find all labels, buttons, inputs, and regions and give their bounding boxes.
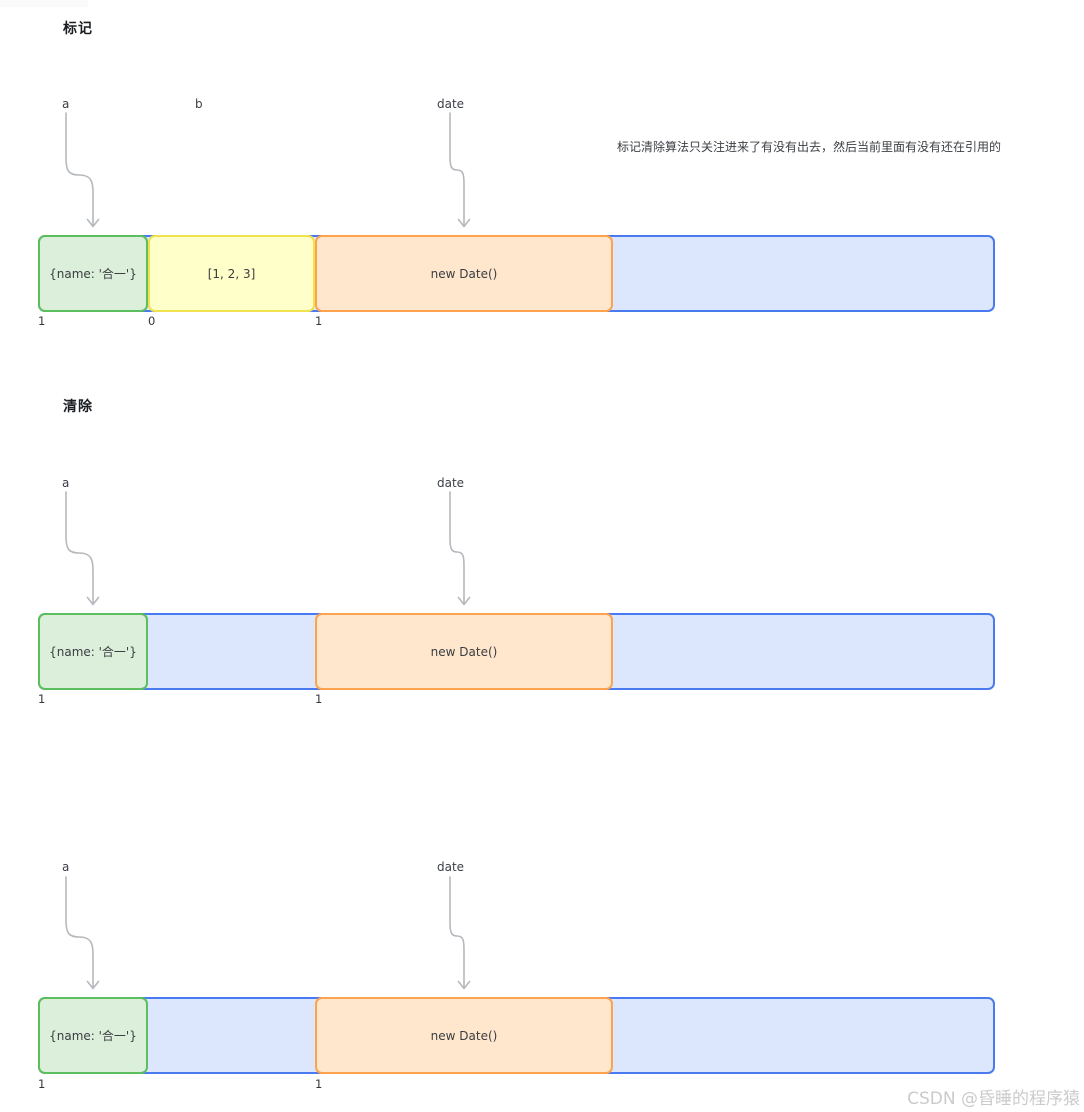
csdn-watermark: CSDN @昏睡的程序猿 (907, 1089, 1080, 1109)
arrow-a-to-object-2 (65, 491, 100, 606)
ref-count-date-2: 1 (315, 692, 323, 706)
heap-cell-array-1: [1, 2, 3] (148, 235, 315, 312)
arrow-date-to-date-1 (449, 112, 471, 228)
ref-count-date-3: 1 (315, 1077, 323, 1091)
arrow-date-to-date-2 (449, 491, 471, 606)
pointer-label-a-3: a (62, 860, 70, 874)
arrow-date-to-date-3 (449, 876, 471, 990)
ref-count-object-2: 1 (38, 692, 46, 706)
mark-annotation: 标记清除算法只关注进来了有没有出去，然后当前里面有没有还在引用的 (617, 140, 1002, 154)
pointer-label-a-1: a (62, 97, 70, 111)
ref-count-object-1: 1 (38, 314, 46, 328)
heap-cell-object-1: {name: '合一'} (38, 235, 148, 312)
heap-cell-date-3: new Date() (315, 997, 613, 1074)
pointer-label-b-1: b (195, 97, 203, 111)
heap-cell-array-label-1: [1, 2, 3] (207, 266, 256, 281)
arrow-a-to-object-1 (65, 112, 100, 228)
pointer-label-date-2: date (437, 476, 465, 490)
heap-cell-object-label-3: {name: '合一'} (49, 1029, 137, 1043)
heap-cell-object-label-2: {name: '合一'} (49, 645, 137, 659)
section-title-mark: 标记 (63, 21, 93, 37)
heap-cell-object-3: {name: '合一'} (38, 997, 148, 1074)
heap-cell-date-label-3: new Date() (430, 1028, 498, 1043)
heap-cell-object-2: {name: '合一'} (38, 613, 148, 690)
heap-cell-date-label-2: new Date() (430, 644, 498, 659)
heap-cell-object-label-1: {name: '合一'} (49, 267, 137, 281)
ref-count-object-3: 1 (38, 1077, 46, 1091)
pointer-label-date-3: date (437, 860, 465, 874)
pointer-label-a-2: a (62, 476, 70, 490)
corner-artifact (0, 0, 88, 7)
heap-bar-3: {name: '合一'} new Date() (38, 997, 995, 1074)
section-title-sweep: 清除 (63, 399, 93, 415)
arrow-a-to-object-3 (65, 876, 100, 990)
pointer-label-date-1: date (437, 97, 465, 111)
heap-bar-2: {name: '合一'} new Date() (38, 613, 995, 690)
heap-bar-1: {name: '合一'} [1, 2, 3] new Date() (38, 235, 995, 312)
heap-cell-date-1: new Date() (315, 235, 613, 312)
ref-count-date-1: 1 (315, 314, 323, 328)
heap-cell-date-label-1: new Date() (430, 266, 498, 281)
heap-cell-date-2: new Date() (315, 613, 613, 690)
ref-count-array-1: 0 (148, 314, 156, 328)
